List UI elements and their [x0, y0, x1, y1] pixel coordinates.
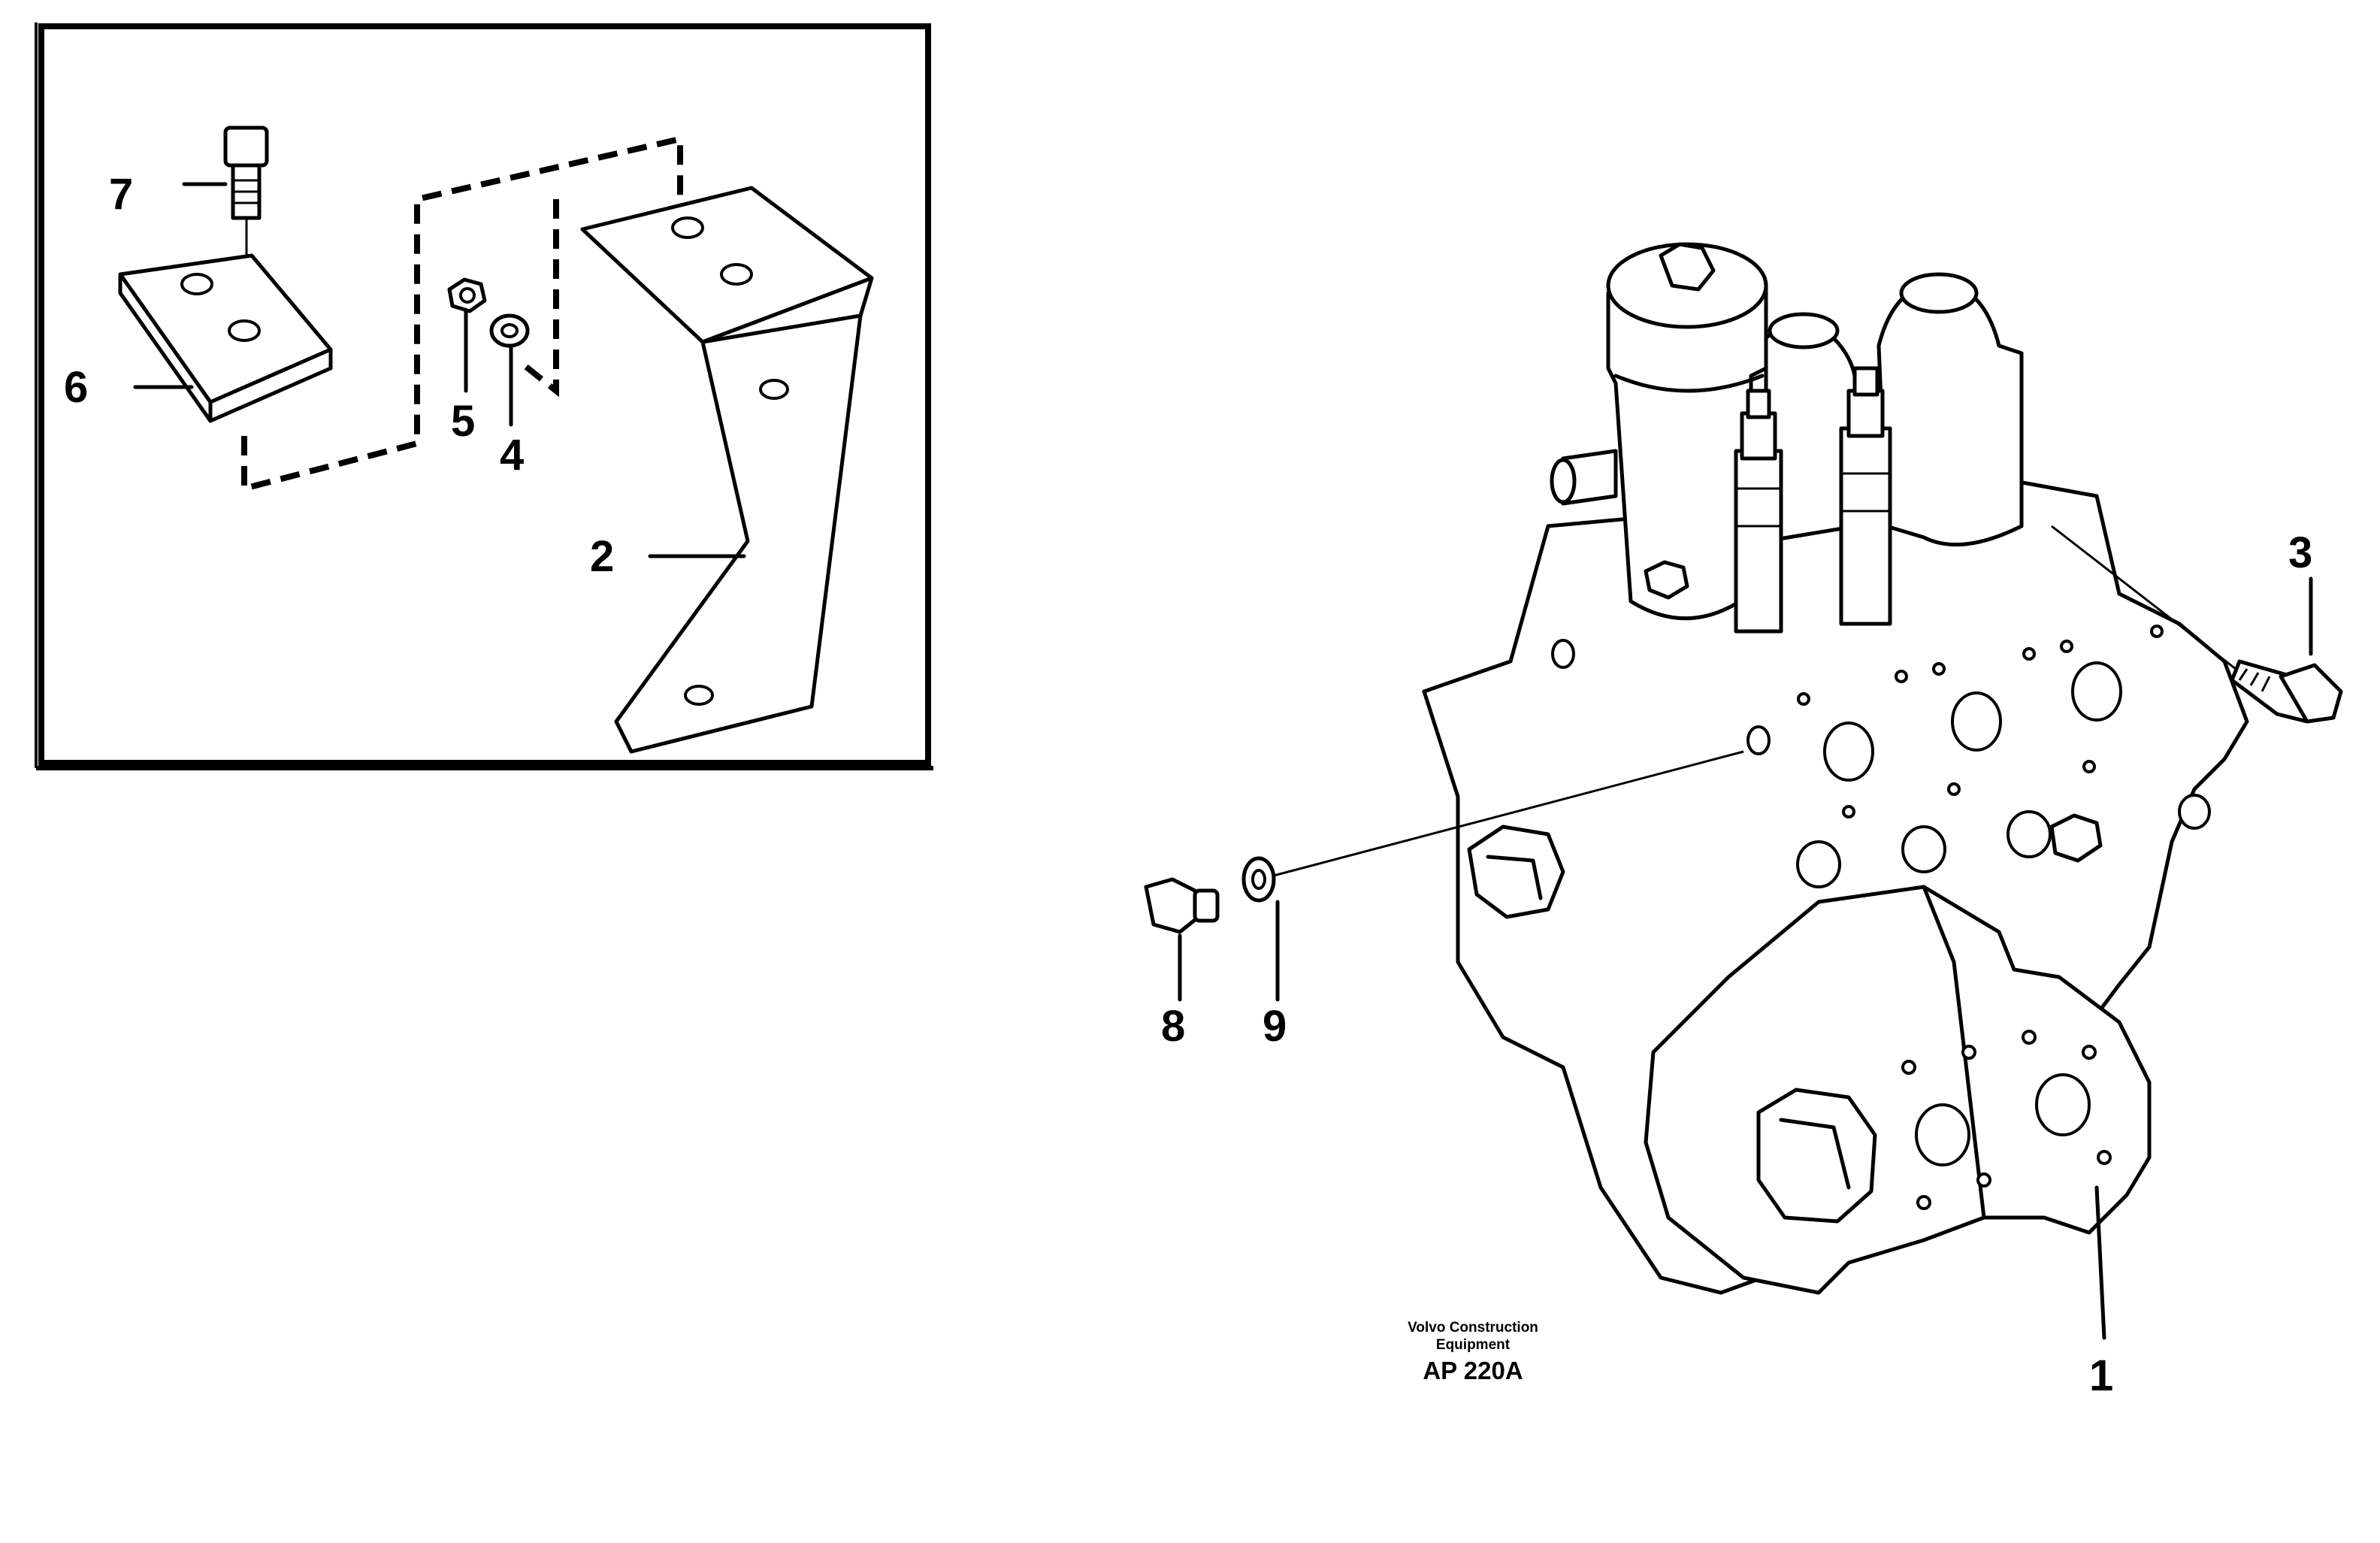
- valve-cylinder-right: [1876, 280, 2024, 547]
- valve-body: [1422, 479, 2249, 1295]
- washer-part-9: [1241, 856, 1276, 903]
- bolt-3-axis: [2051, 525, 2236, 670]
- port-hole: [2035, 1073, 2091, 1136]
- caption-line2: Equipment: [1436, 1337, 1511, 1353]
- drawing-caption: Volvo Construction Equipment AP 220A: [1408, 1320, 1538, 1384]
- washer-part-4: [489, 313, 530, 348]
- plate-part-6: [118, 253, 333, 423]
- valve-stem-right: [1839, 366, 1892, 626]
- plug-part-8: [1144, 877, 1220, 934]
- callout-8: 8: [1161, 1002, 1185, 1051]
- nut-part-5: [447, 277, 487, 313]
- assembly-dash-line-b: [516, 199, 559, 398]
- front-hex-plug: [1756, 1088, 1877, 1224]
- inset-frame: [38, 23, 931, 766]
- callout-3: 3: [2288, 528, 2312, 577]
- callout-7: 7: [109, 170, 133, 219]
- bolt-part-7: [223, 126, 269, 316]
- bracket-part-2: [580, 186, 874, 754]
- caption-code: AP 220A: [1423, 1357, 1523, 1384]
- inset-detail: 7 6 5 4 2: [35, 23, 933, 770]
- callout-9: 9: [1263, 1002, 1287, 1051]
- leader-line-1: [2094, 1185, 2106, 1340]
- callout-6: 6: [64, 363, 88, 412]
- callout-1: 1: [2089, 1351, 2113, 1400]
- caption-line1: Volvo Construction: [1408, 1320, 1538, 1336]
- port-hole: [1915, 1103, 1970, 1166]
- plug-axis-line: [1273, 750, 1744, 877]
- valve-stem-left: [1734, 389, 1783, 634]
- callout-4: 4: [500, 431, 524, 480]
- assembly-dash-line-a: [241, 135, 683, 493]
- callout-2: 2: [590, 532, 614, 581]
- valve-assembly-part-1: [1422, 242, 2249, 1295]
- callout-5: 5: [451, 397, 475, 446]
- bolt-part-3: [2051, 525, 2343, 724]
